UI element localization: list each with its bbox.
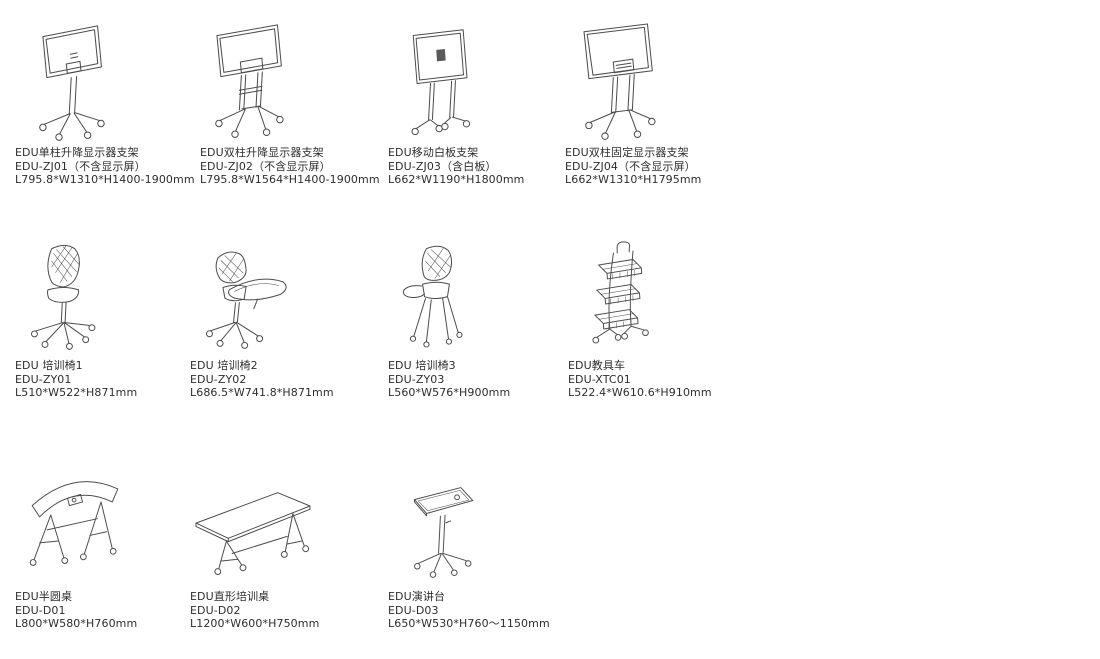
- product-size: L522.4*W610.6*H910mm: [568, 386, 712, 399]
- product-label: EDU单柱升降显示器支架 EDU-ZJ01（不含显示屏） L795.8*W131…: [15, 146, 200, 187]
- product-size: L795.8*W1310*H1400-1900mm: [15, 173, 195, 186]
- product-card: EDU双柱升降显示器支架 EDU-ZJ02（不含显示屏） L795.8*W156…: [200, 22, 385, 187]
- training-chair-1-icon: [30, 244, 96, 350]
- product-model: EDU-ZJ02（不含显示屏）: [200, 159, 331, 173]
- product-model: EDU-ZJ04（不含显示屏）: [565, 159, 696, 173]
- training-chair-2-with-tablet-icon: [205, 251, 287, 349]
- product-label: EDU 培训椅2 EDU-ZY02 L686.5*W741.8*H871mm: [190, 359, 375, 400]
- product-illustration: [388, 240, 573, 359]
- product-illustration: [388, 22, 573, 146]
- product-name: EDU移动白板支架: [388, 146, 479, 159]
- product-model: EDU-D03: [388, 603, 439, 617]
- product-card: EDU移动白板支架 EDU-ZJ03（含白板） L662*W1190*H1800…: [388, 22, 573, 187]
- product-size: L686.5*W741.8*H871mm: [190, 386, 334, 399]
- product-size: L510*W522*H871mm: [15, 386, 138, 399]
- product-label: EDU教具车 EDU-XTC01 L522.4*W610.6*H910mm: [568, 359, 753, 400]
- product-label: EDU移动白板支架 EDU-ZJ03（含白板） L662*W1190*H1800…: [388, 146, 573, 187]
- product-label: EDU 培训椅1 EDU-ZY01 L510*W522*H871mm: [15, 359, 200, 400]
- half-round-folding-table-icon: [29, 481, 119, 566]
- product-card: EDU教具车 EDU-XTC01 L522.4*W610.6*H910mm: [568, 240, 753, 400]
- product-label: EDU半圆桌 EDU-D01 L800*W580*H760mm: [15, 590, 200, 631]
- product-name: EDU双柱升降显示器支架: [200, 146, 324, 159]
- product-name: EDU演讲台: [388, 590, 446, 603]
- product-label: EDU 培训椅3 EDU-ZY03 L560*W576*H900mm: [388, 359, 573, 400]
- product-illustration: [190, 240, 375, 359]
- product-model: EDU-ZY03: [388, 372, 445, 386]
- product-illustration: [190, 468, 375, 590]
- product-size: L795.8*W1564*H1400-1900mm: [200, 173, 380, 186]
- dual-column-lift-monitor-stand-icon: [215, 24, 284, 138]
- product-label: EDU演讲台 EDU-D03 L650*W530*H760～1150mm: [388, 590, 573, 631]
- product-illustration: [15, 468, 200, 590]
- product-name: EDU半圆桌: [15, 590, 73, 603]
- product-name: EDU 培训椅1: [15, 359, 83, 372]
- product-size: L650*W530*H760～1150mm: [388, 617, 550, 630]
- product-size: L662*W1310*H1795mm: [565, 173, 702, 186]
- product-name: EDU 培训椅3: [388, 359, 456, 372]
- mobile-whiteboard-stand-icon: [411, 29, 471, 136]
- product-illustration: [565, 22, 750, 146]
- product-card: EDU 培训椅1 EDU-ZY01 L510*W522*H871mm: [15, 240, 200, 400]
- product-card: EDU双柱固定显示器支架 EDU-ZJ04（不含显示屏） L662*W1310*…: [565, 22, 750, 187]
- product-name: EDU 培训椅2: [190, 359, 258, 372]
- teaching-aid-cart-icon: [592, 241, 649, 344]
- product-size: L662*W1190*H1800mm: [388, 173, 525, 186]
- product-label: EDU直形培训桌 EDU-D02 L1200*W600*H750mm: [190, 590, 375, 631]
- training-chair-3-with-tablet-icon: [402, 245, 463, 348]
- product-size: L800*W580*H760mm: [15, 617, 138, 630]
- product-card: EDU直形培训桌 EDU-D02 L1200*W600*H750mm: [190, 468, 375, 631]
- lectern-icon: [413, 487, 474, 578]
- dual-column-fixed-monitor-stand-icon: [583, 23, 656, 140]
- product-model: EDU-XTC01: [568, 372, 631, 386]
- product-illustration: [568, 240, 753, 359]
- product-model: EDU-ZJ01（不含显示屏）: [15, 159, 146, 173]
- product-model: EDU-ZY02: [190, 372, 247, 386]
- product-size: L560*W576*H900mm: [388, 386, 511, 399]
- product-size: L1200*W600*H750mm: [190, 617, 320, 630]
- product-label: EDU双柱固定显示器支架 EDU-ZJ04（不含显示屏） L662*W1310*…: [565, 146, 750, 187]
- product-model: EDU-ZJ03（含白板）: [388, 159, 497, 173]
- straight-training-table-icon: [195, 492, 311, 575]
- product-name: EDU双柱固定显示器支架: [565, 146, 689, 159]
- product-name: EDU直形培训桌: [190, 590, 270, 603]
- product-card: EDU 培训椅3 EDU-ZY03 L560*W576*H900mm: [388, 240, 573, 400]
- product-card: EDU半圆桌 EDU-D01 L800*W580*H760mm: [15, 468, 200, 631]
- product-illustration: [15, 240, 200, 359]
- single-column-lift-monitor-stand-icon: [39, 25, 105, 141]
- product-illustration: [388, 468, 573, 590]
- product-name: EDU教具车: [568, 359, 626, 372]
- product-illustration: [15, 22, 200, 146]
- product-model: EDU-D01: [15, 603, 66, 617]
- product-name: EDU单柱升降显示器支架: [15, 146, 139, 159]
- product-card: EDU 培训椅2 EDU-ZY02 L686.5*W741.8*H871mm: [190, 240, 375, 400]
- product-card: EDU演讲台 EDU-D03 L650*W530*H760～1150mm: [388, 468, 573, 631]
- product-model: EDU-D02: [190, 603, 241, 617]
- product-label: EDU双柱升降显示器支架 EDU-ZJ02（不含显示屏） L795.8*W156…: [200, 146, 385, 187]
- product-model: EDU-ZY01: [15, 372, 72, 386]
- product-illustration: [200, 22, 385, 146]
- product-card: EDU单柱升降显示器支架 EDU-ZJ01（不含显示屏） L795.8*W131…: [15, 22, 200, 187]
